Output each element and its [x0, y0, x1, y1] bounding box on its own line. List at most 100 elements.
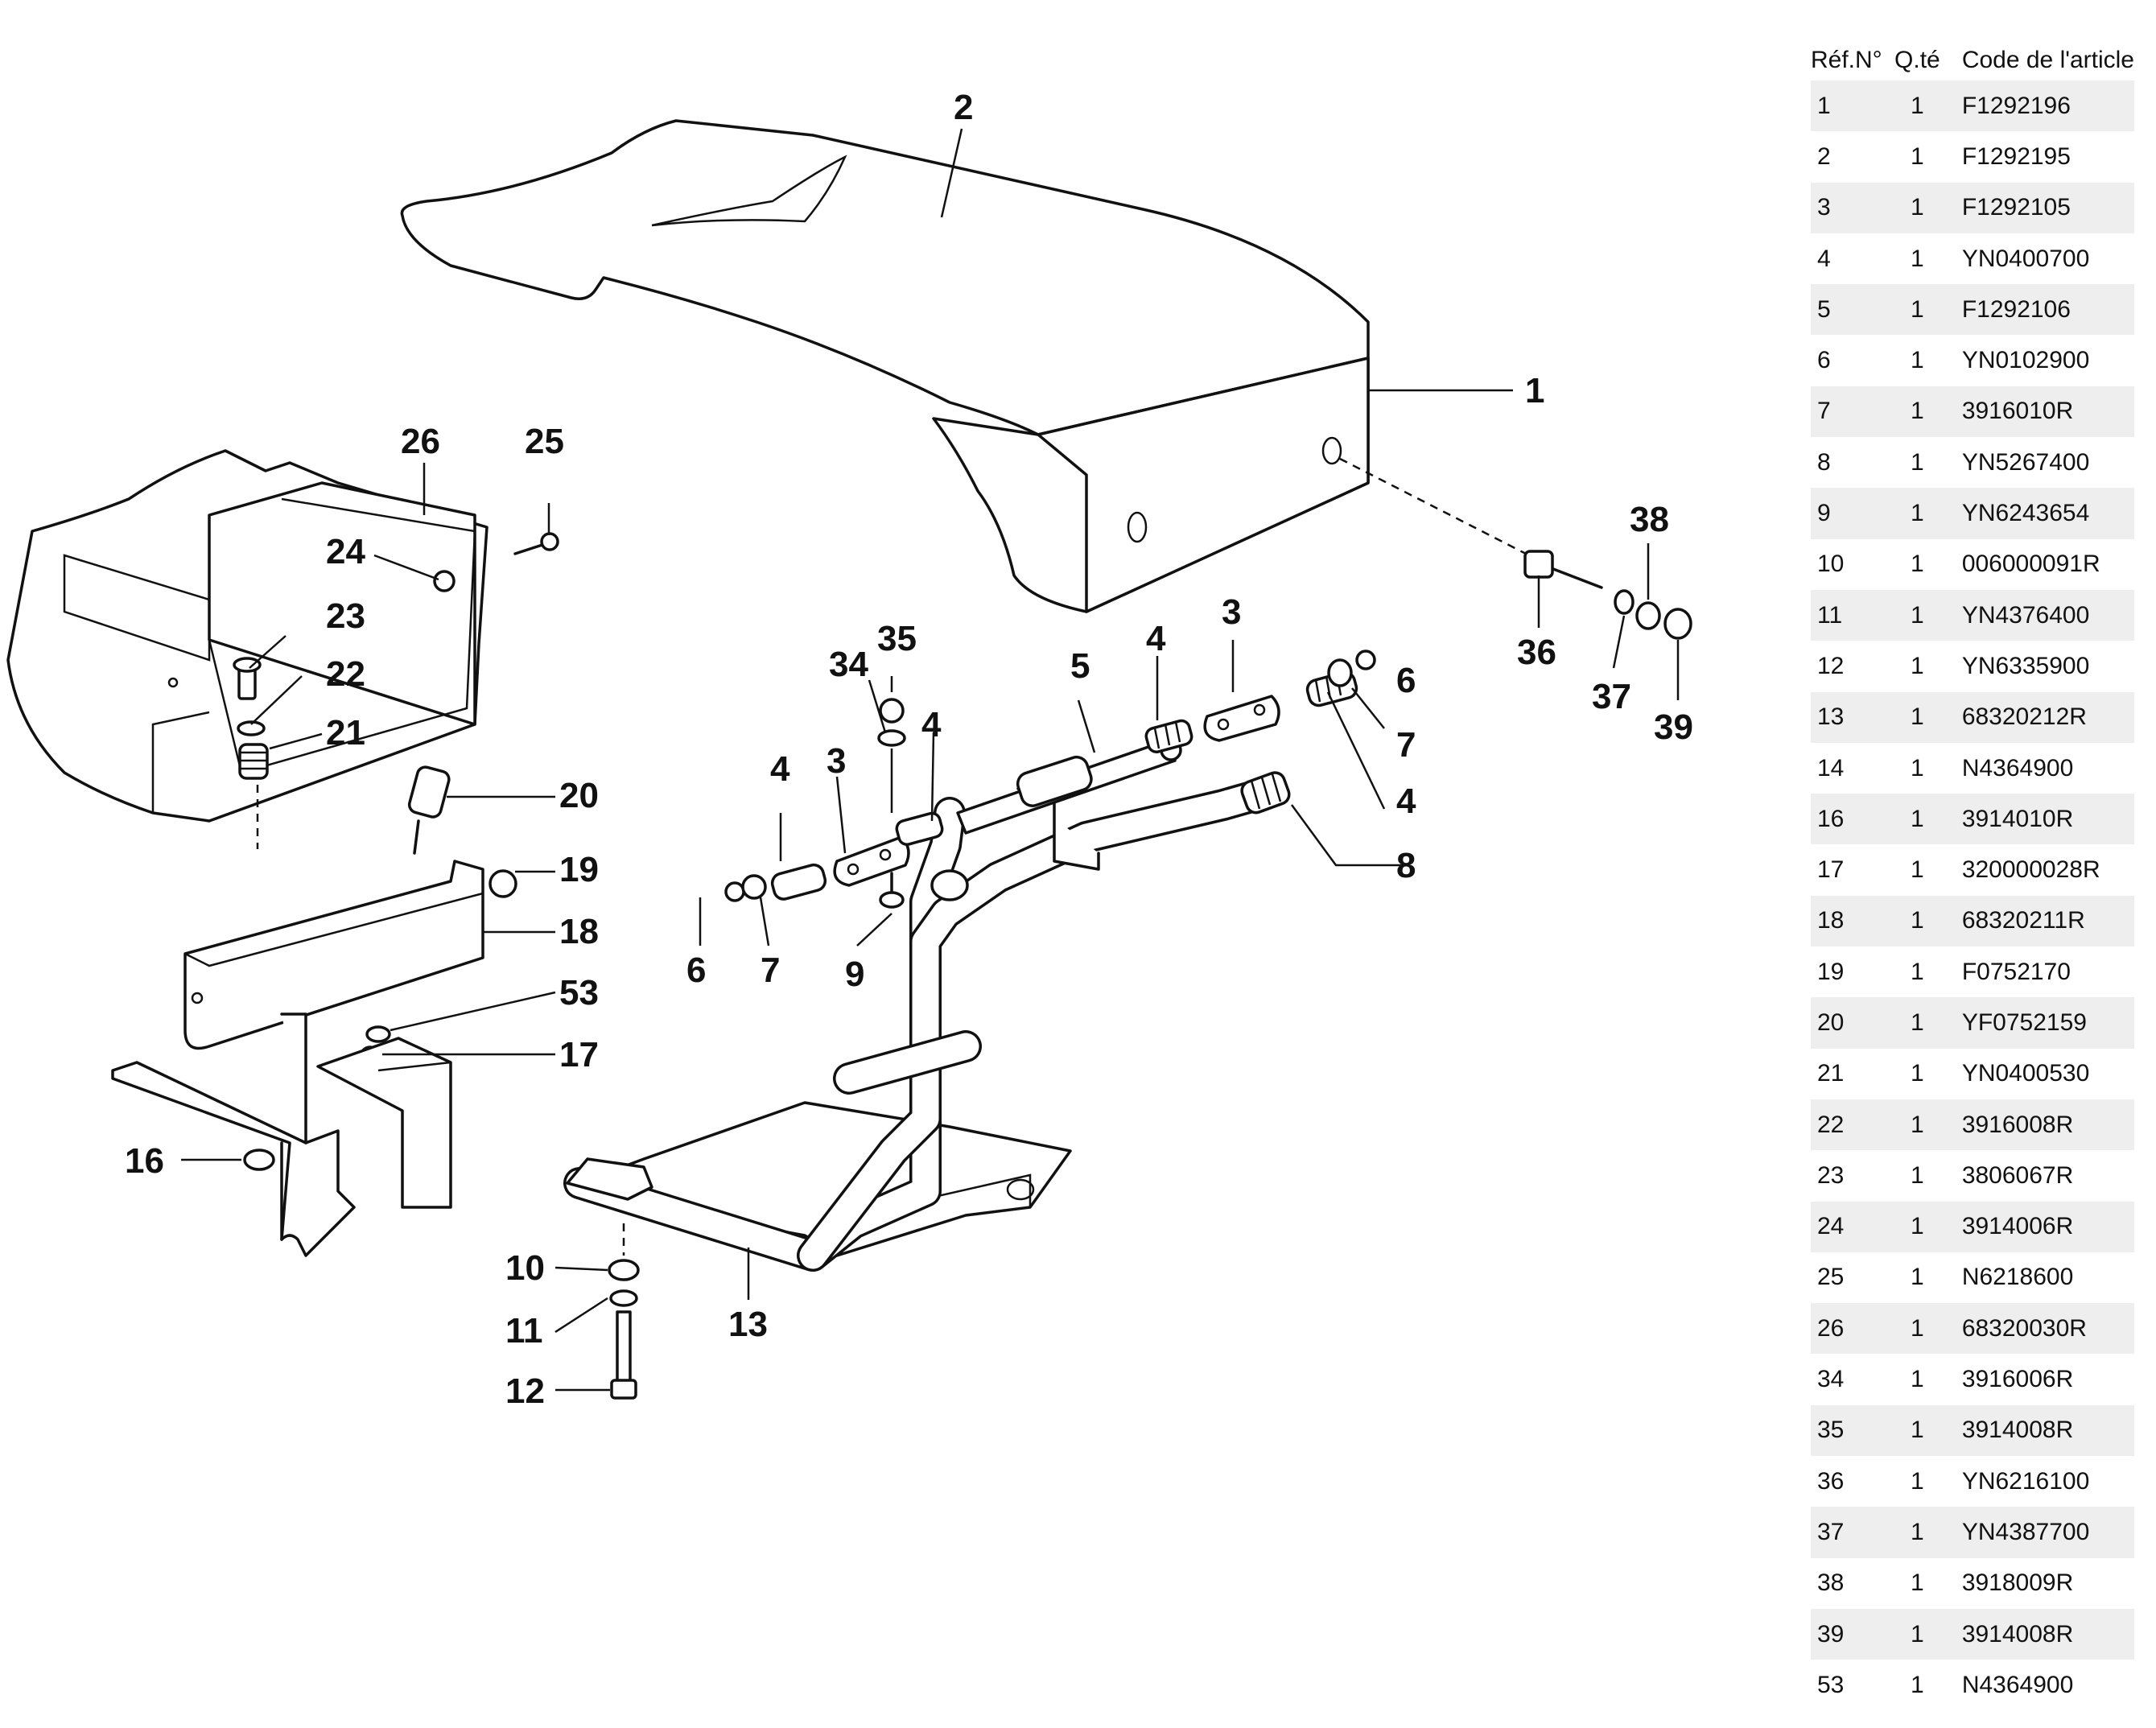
- callout-11: 11: [505, 1311, 543, 1351]
- cell-code: YN6243654: [1961, 488, 2134, 539]
- cell-qty: 1: [1894, 641, 1962, 692]
- callout-13: 13: [728, 1305, 768, 1344]
- part-34-washer: [877, 729, 906, 747]
- cell-ref: 23: [1811, 1150, 1895, 1202]
- cell-ref: 12: [1811, 641, 1895, 692]
- cell-ref: 22: [1811, 1099, 1895, 1151]
- part-6a-washer: [724, 881, 745, 902]
- callout-3a: 3: [827, 741, 846, 781]
- part-8-spring: [1240, 771, 1291, 815]
- table-header-row: Réf.N° Q.té Code de l'article: [1811, 40, 2134, 80]
- callout-24: 24: [326, 532, 365, 571]
- cell-code: YN4376400: [1961, 589, 2134, 641]
- cell-qty: 1: [1894, 794, 1962, 845]
- cell-ref: 8: [1811, 437, 1895, 489]
- cell-code: 68320212R: [1961, 691, 2134, 743]
- cell-qty: 1: [1894, 80, 1962, 132]
- callout-25: 25: [525, 422, 564, 461]
- cell-qty: 1: [1894, 131, 1962, 183]
- callout-7b: 7: [1396, 725, 1416, 765]
- part-53-nut: [365, 1025, 391, 1043]
- part-9-bolt: [879, 872, 905, 909]
- cell-ref: 37: [1811, 1507, 1895, 1558]
- part-16-nut: [243, 1149, 275, 1171]
- cell-ref: 9: [1811, 488, 1895, 539]
- cell-code: F1292106: [1961, 284, 2134, 336]
- cell-code: 68320211R: [1961, 895, 2134, 947]
- cell-qty: 1: [1894, 182, 1962, 233]
- cell-ref: 17: [1811, 844, 1895, 896]
- callout-4a: 4: [770, 749, 790, 789]
- cell-ref: 21: [1811, 1048, 1895, 1099]
- part-37-washer: [1614, 589, 1635, 615]
- cell-qty: 1: [1894, 742, 1962, 794]
- header-ref: Réf.N°: [1811, 47, 1882, 73]
- cell-qty: 1: [1894, 284, 1962, 336]
- cell-code: YN4387700: [1961, 1507, 2134, 1558]
- cell-code: YN6335900: [1961, 641, 2134, 692]
- cell-qty: 1: [1894, 1456, 1962, 1507]
- cell-code: 3806067R: [1961, 1150, 2134, 1202]
- part-11-washer: [609, 1289, 638, 1307]
- callout-1: 1: [1525, 371, 1544, 410]
- cell-code: 3918009R: [1961, 1557, 2134, 1609]
- callout-3b: 3: [1222, 592, 1241, 632]
- cell-ref: 3: [1811, 182, 1895, 233]
- callout-26: 26: [401, 422, 440, 461]
- cell-code: 3914006R: [1961, 1201, 2134, 1252]
- cell-qty: 1: [1894, 1048, 1962, 1099]
- cell-ref: 11: [1811, 589, 1895, 641]
- cell-code: YN5267400: [1961, 437, 2134, 489]
- callout-4b: 4: [921, 705, 942, 744]
- cell-qty: 1: [1894, 437, 1962, 489]
- cell-qty: 1: [1894, 1099, 1962, 1151]
- axis-line-36: [1339, 457, 1530, 557]
- cell-qty: 1: [1894, 997, 1962, 1049]
- part-3b-link: [1203, 695, 1280, 742]
- part-38-washer: [1635, 601, 1661, 630]
- cell-code: F1292105: [1961, 182, 2134, 233]
- cell-ref: 39: [1811, 1608, 1895, 1660]
- part-19-fitting: [489, 869, 517, 898]
- part-23-bolt: [233, 657, 262, 700]
- cell-ref: 34: [1811, 1354, 1895, 1405]
- part-4c-bushing: [1144, 719, 1193, 753]
- callout-2: 2: [954, 88, 973, 127]
- cell-ref: 53: [1811, 1660, 1895, 1711]
- part-22-washer: [237, 720, 266, 736]
- cell-ref: 16: [1811, 794, 1895, 845]
- cell-qty: 1: [1894, 691, 1962, 743]
- cell-ref: 1: [1811, 80, 1895, 132]
- cell-code: F0752170: [1961, 946, 2134, 998]
- callout-7a: 7: [761, 951, 780, 990]
- part-4a-bushing: [770, 863, 827, 901]
- part-7a-washer: [741, 874, 767, 900]
- cell-ref: 13: [1811, 691, 1895, 743]
- callout-36: 36: [1517, 633, 1556, 672]
- cell-code: 320000028R: [1961, 844, 2134, 896]
- cell-ref: 20: [1811, 997, 1895, 1049]
- cell-qty: 1: [1894, 1660, 1962, 1711]
- cell-code: 3916006R: [1961, 1354, 2134, 1405]
- cell-ref: 35: [1811, 1404, 1895, 1457]
- callout-4c: 4: [1146, 619, 1166, 658]
- cell-code: N4364900: [1961, 742, 2134, 794]
- cell-ref: 19: [1811, 946, 1895, 998]
